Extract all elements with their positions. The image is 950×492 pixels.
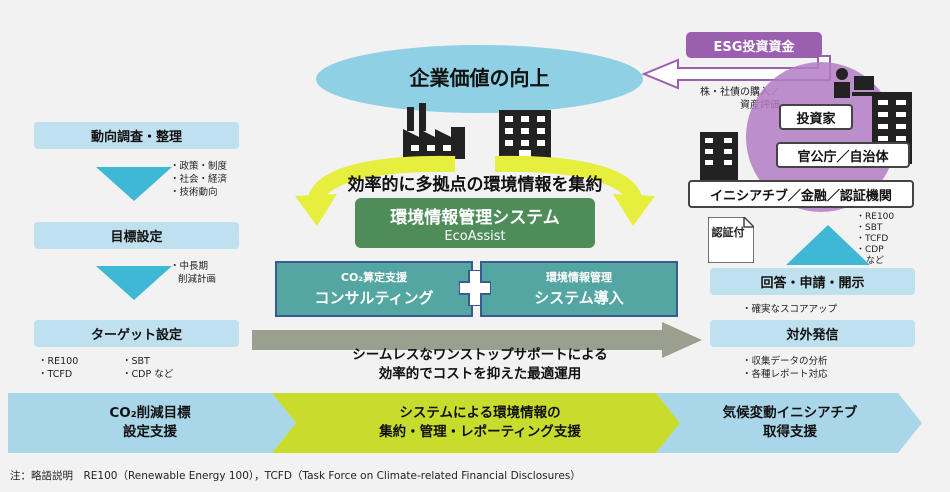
external-notes: ・収集データの分析 ・各種レポート対応 xyxy=(742,355,828,381)
research-down-triangle xyxy=(96,167,172,201)
system-install-box: 環境情報管理 システム導入 xyxy=(480,261,678,317)
plus-icon xyxy=(459,270,491,306)
goal-notes: ・中長期 削減計画 xyxy=(170,260,216,286)
framework-notes: ・RE100 ・SBT ・TCFD ・CDP など xyxy=(856,212,894,267)
system-title: 環境情報管理システム xyxy=(390,208,560,228)
seamless-text: シームレスなワンストップサポートによる 効率的でコストを抑えた最適運用 xyxy=(300,346,660,384)
investor-box: 投資家 xyxy=(779,104,853,130)
goal-note-1: ・中長期 xyxy=(170,261,209,272)
target-note-cdp: ・CDP など xyxy=(122,369,174,380)
certificate-label: 認証付 xyxy=(711,226,745,239)
response-box: 回答・申請・開示 xyxy=(710,268,915,295)
target-notes-col2: ・SBT ・CDP など xyxy=(122,355,173,381)
target-step: ターゲット設定 xyxy=(34,320,239,347)
bottom-mid-label: システムによる環境情報の 集約・管理・レポーティング支援 xyxy=(310,393,650,453)
bottom-left-line2: 設定支援 xyxy=(122,424,177,440)
target-note-tcfd: ・TCFD xyxy=(38,369,73,380)
seamless-line1: シームレスなワンストップサポートによる xyxy=(352,347,608,363)
office-building-icon xyxy=(499,110,551,160)
bottom-right-line2: 取得支援 xyxy=(762,424,817,440)
consulting-box: CO₂算定支援 コンサルティング xyxy=(275,261,473,317)
system-box: 環境情報管理システム EcoAssist xyxy=(355,198,595,248)
target-notes-col1: ・RE100 ・TCFD xyxy=(38,355,78,381)
bottom-left-line1: CO₂削減目標 xyxy=(109,405,191,421)
bottom-bar xyxy=(8,393,922,453)
research-notes: ・政策・制度 ・社会・経済 ・技術動向 xyxy=(170,160,227,199)
collect-arrows xyxy=(295,155,655,226)
initiative-box: イニシアチブ／金融／認証機関 xyxy=(688,180,914,208)
research-note-2: ・社会・経済 xyxy=(170,174,228,185)
framework-sbt: ・SBT xyxy=(856,223,883,233)
research-note-1: ・政策・制度 xyxy=(170,161,228,172)
person-at-desk-icon xyxy=(834,68,878,98)
esg-label: ESG投資資金 xyxy=(686,32,822,58)
research-step: 動向調査・整理 xyxy=(34,122,239,149)
framework-cdp: ・CDP xyxy=(856,245,884,255)
collect-headline: 効率的に多拠点の環境情報を集約 xyxy=(347,175,603,195)
system-install-main: システム導入 xyxy=(534,289,624,307)
target-note-re100: ・RE100 xyxy=(38,356,79,367)
footnote: 注：略語説明 RE100（Renewable Energy 100），TCFD（… xyxy=(10,470,581,482)
bottom-right-line1: 気候変動イニシアチブ xyxy=(722,405,858,421)
response-note: ・確実なスコアアップ xyxy=(742,304,838,315)
external-note-1: ・収集データの分析 xyxy=(742,356,828,367)
bottom-mid-line1: システムによる環境情報の xyxy=(399,405,561,421)
target-note-sbt: ・SBT xyxy=(122,356,150,367)
esg-note-line1: 株・社債の購入／ xyxy=(700,87,780,98)
consulting-sub: CO₂算定支援 xyxy=(340,271,408,284)
enterprise-value-text: 企業価値の向上 xyxy=(409,66,550,90)
framework-re100: ・RE100 xyxy=(856,212,895,222)
goal-step: 目標設定 xyxy=(34,222,239,249)
seamless-arrow xyxy=(252,322,702,358)
consulting-main: コンサルティング xyxy=(314,289,434,307)
goal-down-triangle xyxy=(96,266,172,300)
external-note-2: ・各種レポート対応 xyxy=(742,369,828,380)
goal-note-2: 削減計画 xyxy=(178,274,217,285)
seamless-line2: 効率的でコストを抑えた最適運用 xyxy=(378,366,582,382)
framework-tcfd: ・TCFD xyxy=(856,234,889,244)
bottom-right-label: 気候変動イニシアチブ 取得支援 xyxy=(680,393,900,453)
system-install-sub: 環境情報管理 xyxy=(546,271,612,284)
up-triangle xyxy=(786,225,870,265)
research-note-3: ・技術動向 xyxy=(170,187,218,198)
system-name: EcoAssist xyxy=(444,229,506,244)
government-box: 官公庁／自治体 xyxy=(776,142,910,168)
external-box: 対外発信 xyxy=(710,320,915,347)
bottom-mid-line2: 集約・管理・レポーティング支援 xyxy=(379,424,581,440)
framework-etc: など xyxy=(866,256,885,266)
enterprise-value-ellipse xyxy=(316,45,643,113)
bottom-left-label: CO₂削減目標 設定支援 xyxy=(40,393,260,453)
factory-icon xyxy=(403,103,465,159)
certificate-doc-icon xyxy=(708,217,754,263)
government-building-icon xyxy=(700,132,738,180)
